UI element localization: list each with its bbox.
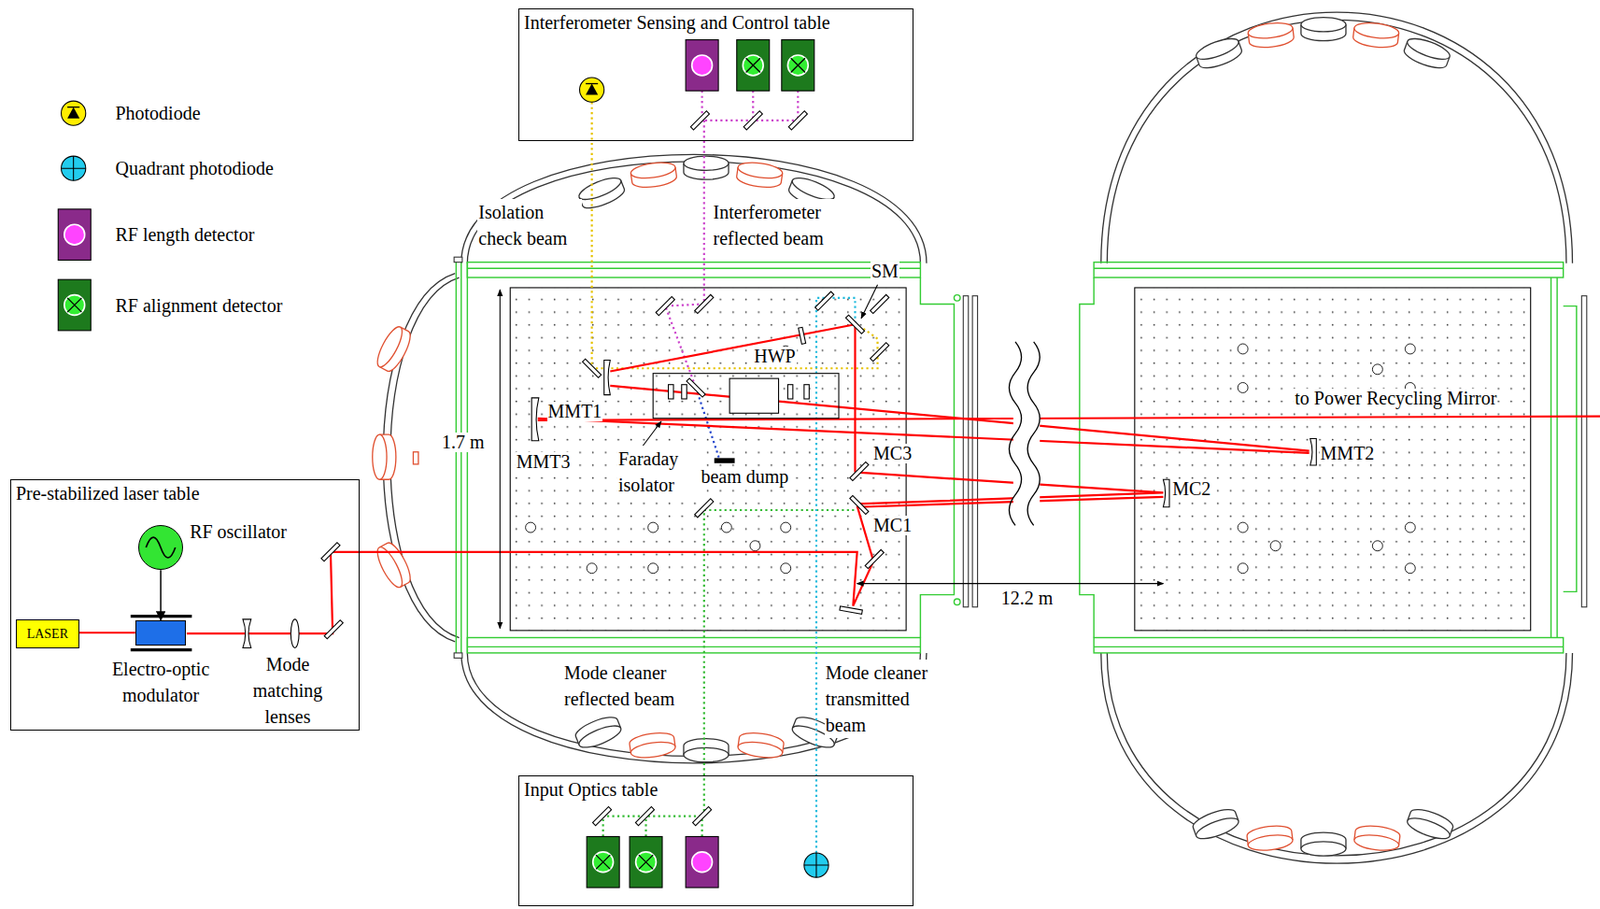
sine-wave bbox=[145, 537, 175, 558]
part-label: SM bbox=[870, 261, 900, 282]
part-label: MC2 bbox=[1171, 479, 1212, 499]
legend-text: RF length detector bbox=[114, 223, 255, 246]
break-symbol bbox=[1008, 336, 1040, 540]
legend-text: Photodiode bbox=[114, 101, 200, 125]
modulator-box: Electro-optic modulator bbox=[135, 620, 187, 646]
part-label: MMT2 bbox=[1319, 443, 1376, 464]
part-label: to Power Recycling Mirror bbox=[1293, 388, 1498, 409]
quadrant-photodiode-symbol bbox=[61, 155, 86, 181]
rf-alignment-detector-symbol bbox=[57, 279, 91, 331]
optical-table bbox=[509, 287, 907, 631]
part-label: Faraday isolator bbox=[617, 445, 699, 498]
laser-box: LASER bbox=[15, 619, 80, 650]
component-label: RF oscillator bbox=[189, 520, 287, 543]
table-holes bbox=[525, 343, 1416, 574]
optical-table bbox=[1134, 287, 1531, 631]
pickoff-beams bbox=[592, 90, 878, 853]
part-label: MMT3 bbox=[515, 452, 572, 472]
connector bbox=[79, 631, 136, 634]
rf-length-detector-symbol bbox=[57, 209, 91, 261]
component-label: LASER bbox=[27, 626, 69, 641]
legend-text: RF alignment detector bbox=[114, 294, 283, 317]
laser-beam bbox=[186, 324, 1600, 634]
part-label: MMT1 bbox=[547, 401, 604, 422]
equipment-table: Input Optics table bbox=[518, 775, 914, 907]
dimension-lines bbox=[499, 284, 1163, 629]
equipment-table: Interferometer Sensing and Control table bbox=[518, 8, 914, 142]
part-label: Mode cleaner transmitted beam bbox=[824, 659, 944, 738]
table-title: Pre-stabilized laser table bbox=[15, 481, 200, 505]
part-label: HWP bbox=[752, 346, 796, 367]
part-label: Mode matching lenses bbox=[244, 651, 331, 730]
mirrors bbox=[321, 111, 1317, 826]
part-label: Interferometer reflected beam bbox=[712, 198, 846, 252]
legend-text: Quadrant photodiode bbox=[114, 156, 273, 180]
table-title: Interferometer Sensing and Control table bbox=[523, 11, 831, 34]
chamber-frame bbox=[455, 262, 1577, 653]
part-label: 12.2 m bbox=[1000, 588, 1055, 609]
part-label: beam dump bbox=[699, 467, 790, 487]
table-title: Input Optics table bbox=[523, 778, 658, 801]
sine-symbol bbox=[139, 525, 183, 569]
beam-dump bbox=[714, 457, 736, 463]
faraday-isolator bbox=[652, 373, 839, 419]
flange-bars bbox=[453, 256, 1587, 658]
component-label: Electro-optic modulator bbox=[102, 655, 220, 708]
connector bbox=[159, 569, 162, 621]
table-detectors bbox=[580, 40, 830, 888]
photodiode-symbol bbox=[61, 100, 86, 126]
part-label: MC1 bbox=[872, 515, 913, 536]
legend-symbols bbox=[57, 100, 91, 331]
part-label: Isolation check beam bbox=[477, 198, 582, 252]
part-label: 1.7 m bbox=[440, 432, 486, 453]
part-label: Mode cleaner reflected beam bbox=[563, 659, 696, 712]
part-label: MC3 bbox=[872, 443, 913, 464]
psl-optics bbox=[130, 616, 299, 651]
rf-oscillator: RF oscillator bbox=[138, 524, 184, 570]
